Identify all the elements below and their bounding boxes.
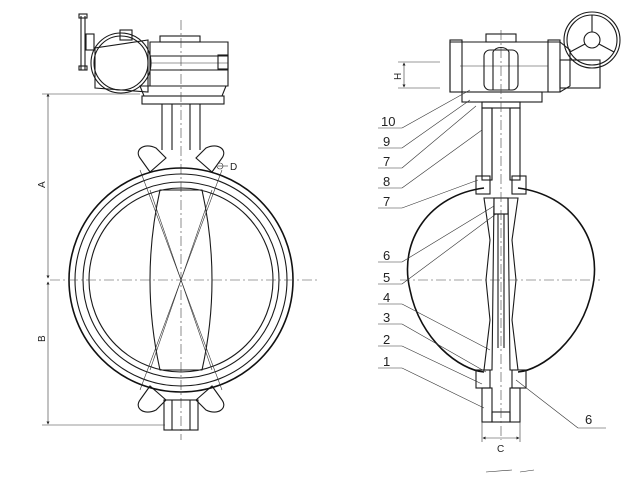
callout-7a: 7 — [383, 154, 390, 169]
callout-6b: 6 — [585, 412, 592, 427]
dimension-a-label: A — [37, 181, 48, 188]
handwheel-icon — [78, 13, 95, 71]
callout-4: 4 — [383, 290, 390, 305]
callout-1: 1 — [383, 354, 390, 369]
side-view: H C — [393, 11, 621, 473]
callout-3: 3 — [383, 310, 390, 325]
front-view: A B D — [37, 13, 320, 440]
dimension-b-label: B — [37, 335, 48, 342]
callout-2: 2 — [383, 332, 390, 347]
gearbox — [90, 29, 229, 105]
dimension-h-label: H — [393, 73, 404, 80]
callout-7b: 7 — [383, 194, 390, 209]
dimension-d-label: D — [230, 162, 237, 173]
callouts: 10 9 7 8 7 6 5 4 3 2 1 6 — [378, 89, 606, 429]
callout-9: 9 — [383, 134, 390, 149]
callout-10: 10 — [381, 114, 395, 129]
dimension-c-label: C — [497, 444, 504, 455]
callout-6a: 6 — [383, 248, 390, 263]
callout-8: 8 — [383, 174, 390, 189]
handwheel-side-icon — [563, 11, 621, 69]
callout-5: 5 — [383, 270, 390, 285]
